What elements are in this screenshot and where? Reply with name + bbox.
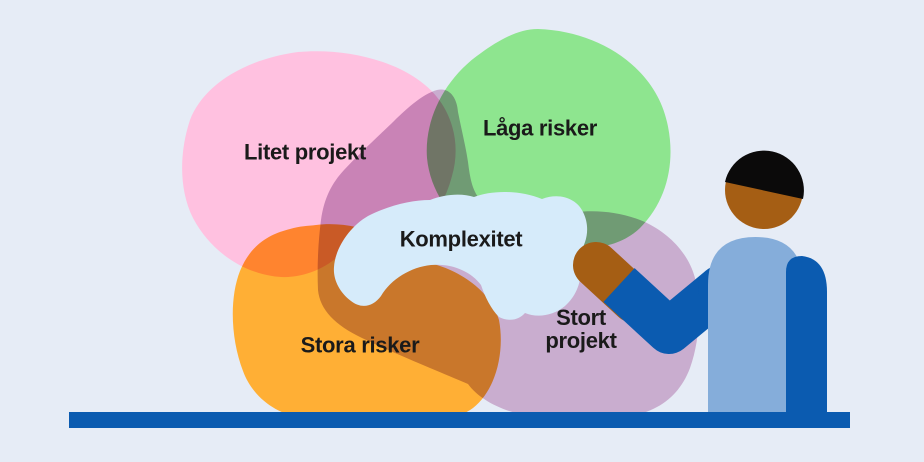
- floor-bar: [69, 412, 850, 428]
- person-body: [708, 237, 803, 421]
- person-hair: [725, 150, 804, 199]
- blob-big-risks: [232, 224, 501, 417]
- person-body-back: [786, 256, 827, 428]
- person-figure: [573, 150, 827, 428]
- blob-complexity: [333, 191, 588, 320]
- blob-low-risks: [426, 29, 671, 248]
